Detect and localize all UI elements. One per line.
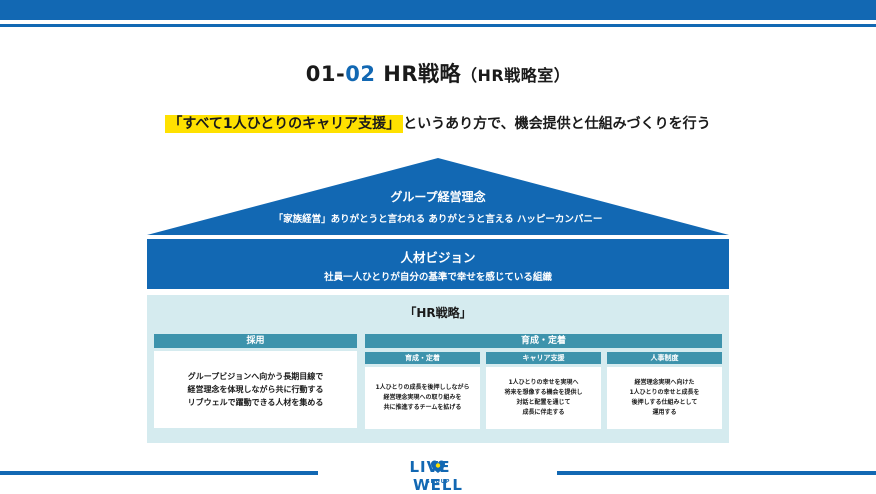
header-bar	[0, 0, 876, 20]
sub-header-career-support: キャリア支援	[486, 352, 601, 364]
recruit-line: グループビジョンへ向かう長期目線で	[187, 372, 324, 381]
vision-band: 人材ビジョン 社員一人ひとりが自分の基準で幸せを感じている組織	[147, 239, 729, 289]
logo-group-text: GROUP	[425, 479, 451, 485]
development-line: 経営理念実現への取り組みを	[383, 394, 462, 401]
career-support-line: 1人ひとりの幸せを実現へ	[508, 379, 579, 386]
hr-system-line: 経営理念実現へ向けた	[634, 379, 695, 386]
career-support-line: 将来を想像する機会を提供し	[504, 389, 583, 396]
footer-bar-left	[0, 471, 318, 475]
logo-right: WELL	[413, 476, 463, 494]
vision-title: 人材ビジョン	[400, 250, 476, 265]
hr-strategy-title: 「HR戦略」	[404, 306, 472, 320]
page-title: 01-02 HR戦略（HR戦略室）	[0, 58, 876, 88]
title-main: HR戦略	[375, 62, 462, 86]
company-logo: LIVEWELL GROUP	[388, 458, 488, 494]
development-card: 1人ひとりの成長を後押ししながら 経営理念実現への取り組みを 共に推進するチーム…	[365, 367, 480, 429]
vision-subtitle: 社員一人ひとりが自分の基準で幸せを感じている組織	[324, 272, 552, 283]
recruit-line: 経営理念を体現しながら共に行動する	[187, 385, 324, 394]
header-line	[0, 24, 876, 27]
development-line: 共に推進するチームを拡げる	[383, 404, 462, 411]
title-number-accent: 02	[345, 62, 376, 86]
footer-bar-right	[557, 471, 876, 475]
heart-icon	[431, 460, 445, 473]
hr-system-line: 運用する	[652, 409, 677, 416]
tagline: 「すべて1人ひとりのキャリア支援」というあり方で、機会提供と仕組みづくりを行う	[0, 113, 876, 133]
philosophy-roof	[147, 158, 729, 235]
hr-strategy-panel: 「HR戦略」 採用 グループビジョンへ向かう長期目線で 経営理念を体現しながら共…	[147, 295, 729, 443]
career-support-line: 対話と配置を通じて	[516, 399, 571, 406]
title-sub: （HR戦略室）	[461, 66, 571, 85]
recruit-header: 採用	[154, 334, 357, 348]
development-line: 1人ひとりの成長を後押ししながら	[375, 384, 470, 391]
hr-system-line: 後押しする仕組みとして	[631, 399, 698, 406]
philosophy-subtitle: 「家族経営」ありがとうと言われる ありがとうと言える ハッピーカンパニー	[273, 214, 603, 225]
sub-header-hr-system: 人事制度	[607, 352, 722, 364]
sub-header-development: 育成・定着	[365, 352, 480, 364]
recruit-line: リブウェルで躍動できる人材を集める	[187, 398, 324, 407]
hr-system-card: 経営理念実現へ向けた 1人ひとりの幸せと成長を 後押しする仕組みとして 運用する	[607, 367, 722, 429]
title-prefix: 01-	[305, 62, 346, 86]
tagline-highlight: 「すべて1人ひとりのキャリア支援」	[165, 115, 404, 133]
philosophy-title: グループ経営理念	[390, 190, 486, 204]
tagline-rest: というあり方で、機会提供と仕組みづくりを行う	[403, 116, 711, 132]
hr-system-line: 1人ひとりの幸せと成長を	[629, 389, 700, 396]
career-support-line: 成長に伴走する	[522, 409, 565, 416]
career-support-card: 1人ひとりの幸せを実現へ 将来を想像する機会を提供し 対話と配置を通じて 成長に…	[486, 367, 601, 429]
recruit-card: グループビジョンへ向かう長期目線で 経営理念を体現しながら共に行動する リブウェ…	[154, 351, 357, 428]
develop-header: 育成・定着	[365, 334, 722, 348]
